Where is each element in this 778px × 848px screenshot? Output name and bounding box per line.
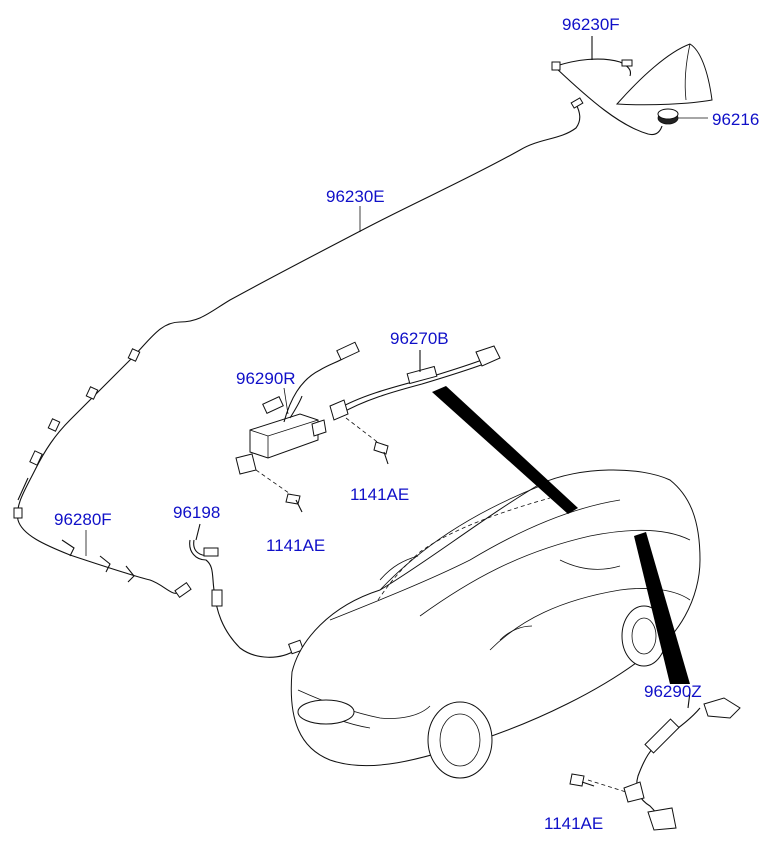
label-1141AE-lower: 1141AE [544,814,603,833]
label-96270B: 96270B [390,329,449,348]
label-96216: 96216 [712,110,759,129]
cable-96198 [189,523,304,658]
rear-cable-clips [61,539,192,598]
bolt-middle [285,493,303,513]
callout-band-lower [634,532,690,684]
bolt-lower [569,773,595,787]
amp-module [235,341,360,475]
label-96198: 96198 [173,503,220,522]
shark-fin-antenna [615,43,713,125]
rear-amp-cable [623,691,741,831]
label-96290Z: 96290Z [644,682,702,701]
car-illustration [290,469,701,779]
label-96230F: 96230F [562,15,620,34]
extension-cable [329,345,501,421]
bolt-upper-right [373,441,389,465]
label-96280F: 96280F [54,510,112,529]
label-1141AE-middle: 1141AE [266,536,325,555]
callout-band-upper [432,386,578,514]
roof-antenna-cable [551,36,663,136]
label-96230E: 96230E [326,187,385,206]
label-1141AE-upper: 1141AE [350,485,409,504]
label-96290R: 96290R [236,369,296,388]
